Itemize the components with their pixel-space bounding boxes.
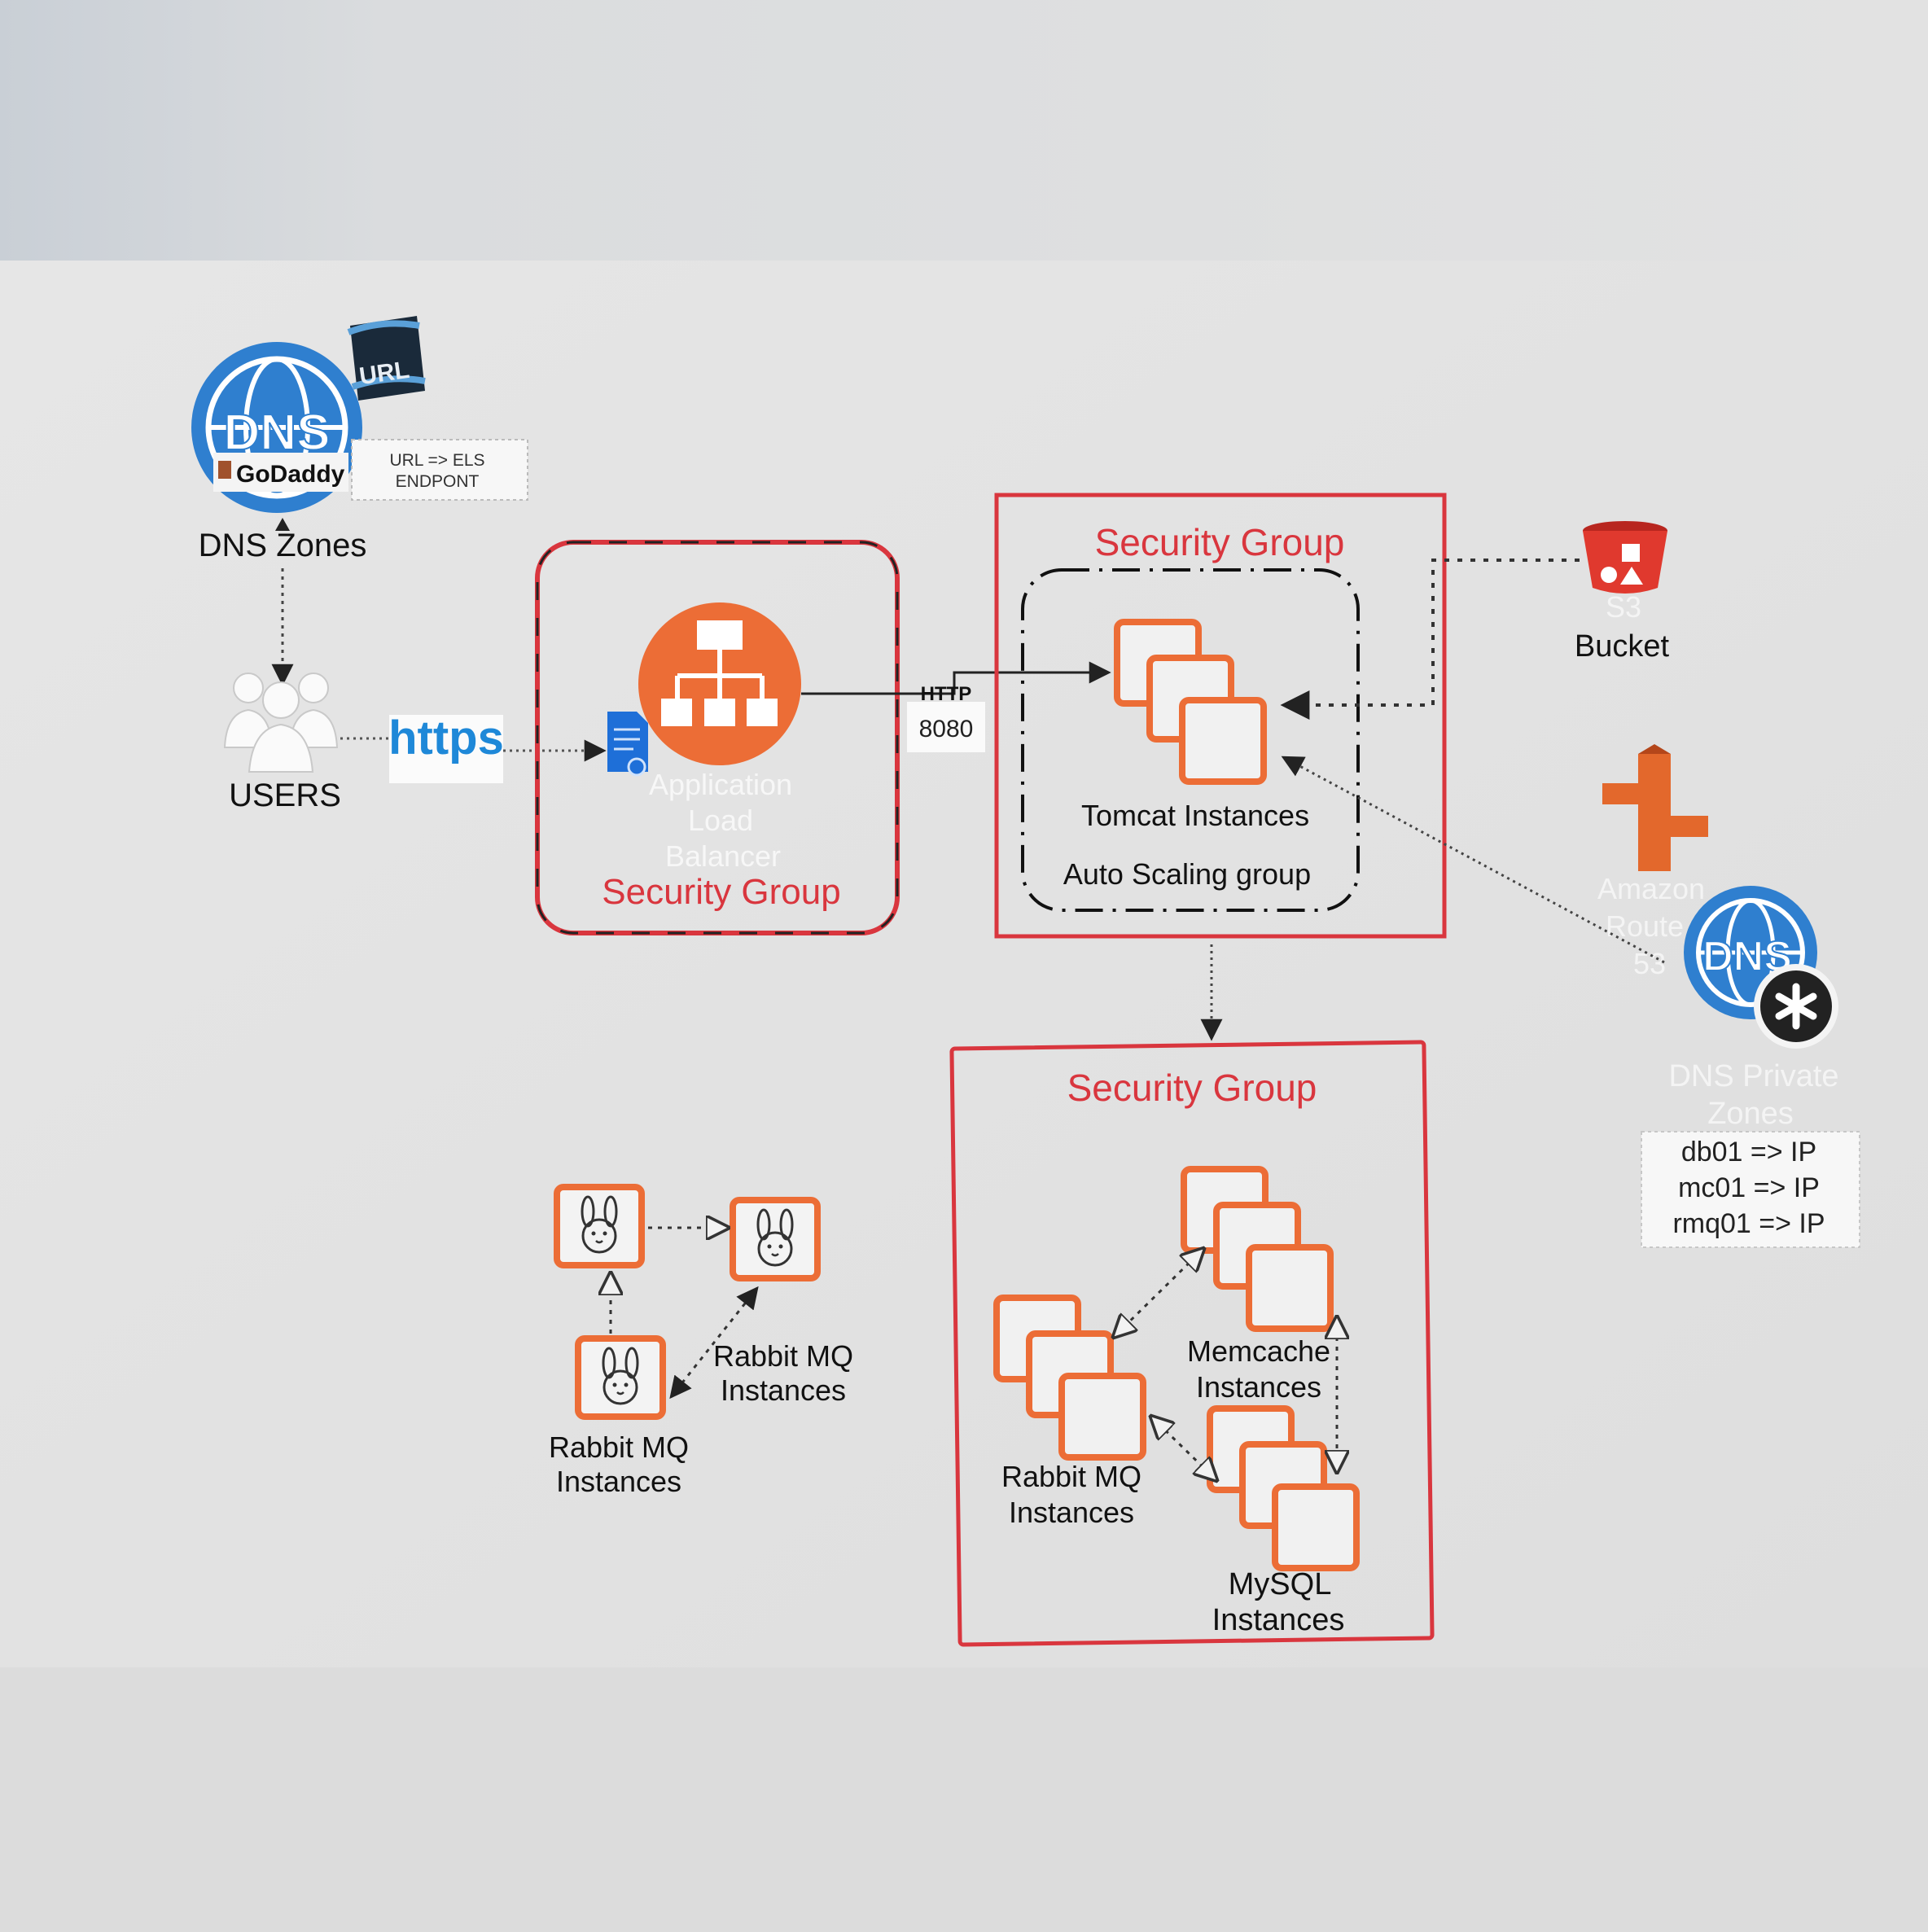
route53-label-line3: 53: [1633, 947, 1666, 980]
port-label: 8080: [919, 716, 974, 743]
rabbit-node-top-left: [557, 1187, 642, 1265]
lb-label-line1: Application: [649, 768, 792, 801]
star-badge-icon: [1754, 964, 1838, 1049]
users-icon: [223, 672, 339, 773]
bottom-band: [0, 1667, 1928, 1928]
lb-label-line2: Load: [688, 804, 753, 837]
app-security-group-label: Security Group: [1095, 521, 1345, 563]
rabbit-label-b-line1: Rabbit MQ: [713, 1339, 853, 1373]
dns-record-2: rmq01 => IP: [1672, 1208, 1825, 1239]
s3-label-line1: S3: [1606, 590, 1641, 624]
rabbit-diagonal-connector: [669, 1286, 759, 1400]
lb-security-group-dash: [536, 541, 899, 935]
dns-record-0: db01 => IP: [1681, 1137, 1816, 1168]
godaddy-text: GoDaddy: [236, 461, 345, 488]
auto-scaling-group-box: [1021, 568, 1360, 912]
memcache-rabbit-connector: [1114, 1249, 1203, 1337]
memcache-label-line2: Instances: [1196, 1370, 1321, 1404]
rabbit-node-bottom: [578, 1338, 663, 1417]
s3-bucket-icon: [1583, 521, 1667, 594]
top-band: [0, 0, 1928, 261]
asg-label: Auto Scaling group: [1063, 857, 1311, 891]
dns-zones-group: DNS URL GoDaddy URL => ELS ENDPONT DNS Z…: [191, 316, 528, 563]
http-protocol-label: HTTP: [921, 683, 972, 705]
users-label: USERS: [229, 778, 341, 813]
backend-security-group-label: Security Group: [1067, 1067, 1317, 1109]
private-zones-label-line1: DNS Private: [1668, 1059, 1838, 1093]
s3-label-line2: Bucket: [1575, 629, 1670, 664]
https-badge: [389, 715, 503, 783]
godaddy-logo-bg: [213, 453, 348, 492]
dns-record-1: mc01 => IP: [1678, 1172, 1820, 1203]
rabbit-label-b-line2: Instances: [721, 1373, 846, 1407]
dns-note-line2: ENDPONT: [396, 472, 480, 491]
lb-label-line3: Balancer: [665, 839, 781, 873]
https-label: https: [388, 712, 504, 764]
certificate-icon: [607, 712, 648, 777]
s3-tomcat-connector: [1280, 559, 1580, 720]
route53-icon: [1602, 744, 1708, 871]
dns-records-box: [1641, 1131, 1860, 1248]
url-icon: URL: [347, 316, 426, 401]
route53-tomcat-connector: [1281, 756, 1665, 964]
load-balancer-icon: [638, 602, 801, 765]
mysql-label-line1: MySQL: [1229, 1567, 1332, 1601]
rabbit-label-a-line1: Rabbit MQ: [549, 1430, 689, 1464]
route53-label-line2: Route: [1606, 909, 1684, 943]
lb-tomcat-connector: [801, 661, 1111, 695]
rabbit-label-a-line2: Instances: [556, 1465, 681, 1498]
backend-rabbit-label-line2: Instances: [1009, 1496, 1134, 1529]
dns-badge-text: DNS: [224, 405, 331, 461]
dns-zones-label: DNS Zones: [199, 528, 367, 563]
route53-label-line1: Amazon: [1597, 872, 1705, 905]
tomcat-instances-label: Tomcat Instances: [1081, 799, 1309, 832]
private-zones-label-line2: Zones: [1707, 1097, 1794, 1131]
lb-security-group-label: Security Group: [602, 872, 840, 912]
memcache-label-line1: Memcache: [1187, 1334, 1330, 1368]
backend-rabbit-label-line1: Rabbit MQ: [1001, 1460, 1141, 1493]
port-badge: [907, 702, 985, 752]
dns-note-line1: URL => ELS: [389, 451, 484, 470]
mysql-label-line2: Instances: [1212, 1603, 1345, 1637]
godaddy-icon: [218, 461, 231, 479]
rabbit-node-top-right: [733, 1200, 817, 1278]
app-security-group-box: [994, 493, 1447, 939]
backend-security-group-box: [949, 1040, 1435, 1647]
dns-note-box: [351, 439, 528, 501]
dns-up-arrow: [275, 518, 290, 531]
